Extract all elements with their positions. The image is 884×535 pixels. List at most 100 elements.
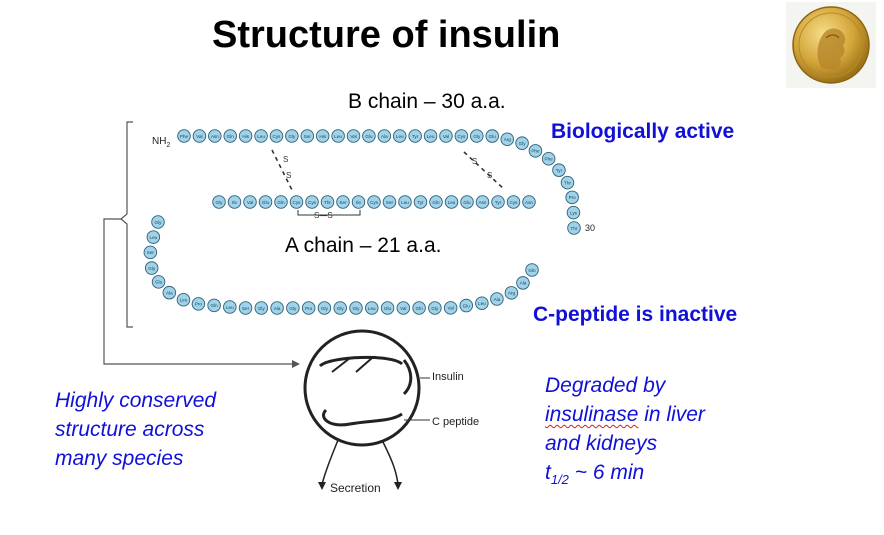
c-residue-8: Pro [191,297,206,311]
b-residue-30-circle [567,221,581,235]
s-label-3: S [472,157,477,166]
b-residue-18-circle [439,129,453,143]
a-residue-8-label: Thr [324,200,331,205]
a-residue-3-label: Val [247,200,253,205]
a-residue-1-label: Gly [216,200,224,205]
c-residue-1-circle [151,215,165,229]
a-residue-13-label: Leu [401,200,409,205]
c-residue-4-label: Gly [148,266,156,271]
a-residue-8-circle [320,195,335,209]
b-residue-27-label: Thr [564,180,571,185]
b-residue-30: Thr [567,221,581,235]
c-residue-8-label: Pro [195,302,203,307]
a-residue-19: Tyr [491,195,505,209]
c-residue-19-circle [365,301,379,315]
c-residue-11-circle [238,301,253,315]
c-residue-16-circle [317,301,332,315]
b-residue-3-circle [208,129,222,143]
b-residue-20: Gly [470,129,484,143]
c-residue-5-circle [151,275,166,289]
b-residue-10: His [315,129,330,143]
nobel-medal-image [786,2,876,88]
b-residue-8: Gly [285,129,299,143]
b-residue-14-label: Ala [381,134,388,139]
c-residue-20: Glu [380,301,395,315]
c-residue-8-circle [191,297,206,311]
b-residue-28-label: Pro [569,195,577,200]
b-residue-22-circle [500,132,515,147]
b-residue-26: Tyr [552,163,566,177]
a-residue-21-label: Asn [525,200,533,205]
secretion-label: Secretion [330,481,381,495]
b-residue-24: Phe [528,144,543,158]
c-residue-27: Ala [490,292,504,306]
a-residue-11: Cys [367,195,381,209]
b-residue-21: Glu [485,129,499,143]
c-peptide-label: C peptide [432,416,479,428]
c-residue-29: Ala [516,276,530,290]
b-residue-19-label: Cys [457,134,466,139]
b-residue-17: Leu [423,129,438,143]
c-residue-13: Ala [270,301,284,315]
c-residue-22-label: Gln [416,306,424,311]
a-residue-6: Cys [289,195,304,209]
a-chain-label: A chain – 21 a.a. [285,234,442,257]
a-residue-9: Ser [336,195,350,209]
c-residue-26-circle [475,296,489,310]
b-residue-2: Val [192,129,207,143]
b-residue-18: Val [439,129,453,143]
b-residue-13-label: Glu [365,134,373,139]
conserved-line-2: structure across [55,418,205,441]
c-residue-23: Gly [428,301,442,315]
b-residue-25-label: Phe [545,157,554,162]
c-residue-2-circle [146,230,161,244]
a-residue-16: Leu [444,195,459,209]
insulin-label: Insulin [432,371,464,383]
c-residue-3: Ser [143,245,158,260]
b-residue-9-label: Ser [304,134,312,139]
half-life-line: t1/2 ~ 6 min [545,458,705,494]
a-residue-14-label: Tyr [417,200,424,205]
b-residue-11: Leu [331,129,345,143]
a-residue-17: Glu [460,195,474,209]
degradation-note: Degraded by insulinase in liver and kidn… [545,371,705,494]
c-residue-18-circle [349,301,363,315]
b-residue-27-circle [560,175,575,190]
biologically-active-label: Biologically active [551,120,735,143]
a-residue-13: Leu [398,195,412,209]
residue-30-label: 30 [585,223,595,233]
granule-c-peptide-stroke [322,408,403,427]
b-residue-17-label: Leu [427,134,435,139]
b-residue-13-circle [362,129,376,143]
c-residue-24-label: Val [447,306,453,311]
secretion-arrow-left [321,439,339,485]
granule-right-stroke [402,359,413,396]
b-residue-5: His [238,129,253,143]
a-residue-15-label: Gln [432,200,440,205]
c-residue-2-label: Leu [150,235,158,240]
a-residue-2: Ile [227,195,242,209]
a-residue-18: Asn [475,195,490,209]
c-residue-10-circle [223,300,237,314]
b-residue-11-circle [331,129,345,143]
b-residue-12-circle [346,129,361,143]
medal-icon [792,6,870,84]
a-residue-9-circle [336,195,350,209]
b-residue-4-circle [223,129,237,143]
a-residue-14: Tyr [413,195,428,209]
b-residue-29: Lys [566,205,581,220]
s-label-4: S [487,171,492,180]
c-residue-3-circle [143,245,158,260]
a-residue-17-circle [460,195,474,209]
c-residue-16: Gly [317,301,332,315]
disulfide-bond-1 [271,149,293,191]
a-residue-4-label: Glu [262,200,270,205]
b-residue-20-label: Gly [473,134,481,139]
c-residue-21-label: Val [400,306,406,311]
b-residue-7-label: Cys [273,134,282,139]
a-residue-12-circle [382,195,397,209]
a-residue-4-circle [258,195,273,209]
b-residue-9: Ser [300,129,315,143]
